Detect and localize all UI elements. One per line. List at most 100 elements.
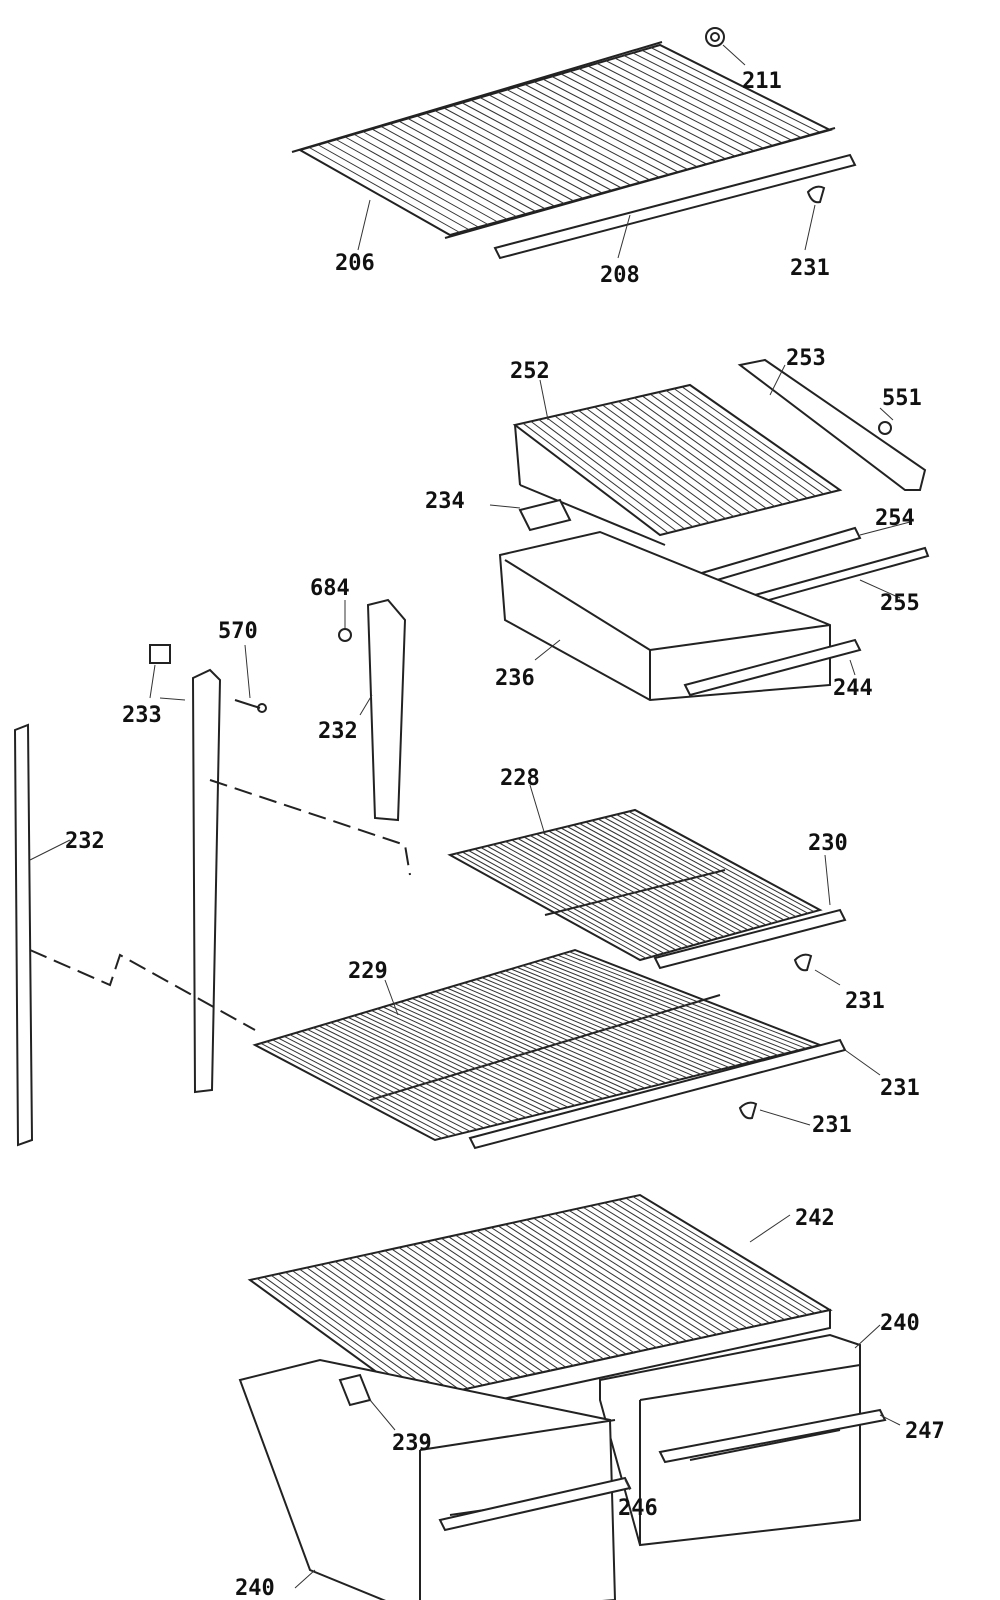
label-230: 230 — [808, 831, 848, 856]
wire-line — [522, 965, 758, 1062]
wire-line — [434, 110, 593, 197]
wire-line — [377, 1251, 552, 1371]
wire-line — [673, 388, 824, 495]
wire-line — [506, 89, 669, 176]
wire-line — [488, 94, 650, 181]
wire-line — [353, 1015, 555, 1112]
wire-line — [455, 853, 647, 959]
wire-line — [299, 1268, 469, 1389]
wire-line — [534, 961, 772, 1058]
wire-line — [398, 120, 555, 207]
wire-line — [547, 1214, 733, 1332]
wire-line — [563, 952, 807, 1049]
label-206: 206 — [335, 251, 375, 276]
wire-line — [440, 989, 660, 1086]
wire-line — [560, 73, 726, 160]
wire-line — [470, 99, 631, 186]
wire-line — [539, 959, 779, 1056]
wire-line — [557, 954, 800, 1051]
wire-line — [308, 146, 460, 233]
wire-line — [312, 1027, 506, 1124]
wire-line — [426, 1240, 604, 1360]
wire-line — [270, 1274, 438, 1396]
wire-line — [295, 1032, 485, 1129]
nut-211 — [705, 27, 725, 47]
wire-line — [604, 1202, 793, 1319]
wire-line — [554, 1213, 740, 1331]
wire-line — [605, 60, 774, 147]
wire-line — [545, 958, 786, 1055]
wire-line — [407, 118, 565, 204]
wire-line — [462, 1233, 642, 1352]
wire-line — [301, 1030, 492, 1127]
wire-line — [416, 115, 574, 202]
clip-231-top — [806, 185, 826, 204]
wire-line — [497, 1225, 680, 1344]
wire-line — [330, 1022, 527, 1118]
wire-line — [260, 1042, 443, 1139]
wire-line — [425, 112, 584, 199]
label-239: 239 — [392, 1431, 432, 1456]
trim-244 — [683, 638, 862, 697]
wire-line — [522, 422, 669, 534]
wire-line — [348, 1257, 521, 1378]
wire-line — [334, 1261, 506, 1381]
wire-line — [443, 107, 603, 194]
wire-line — [417, 996, 632, 1093]
wire-line — [490, 1227, 672, 1345]
wire-line — [602, 404, 751, 513]
wire-line — [533, 1217, 718, 1335]
shelf-trim-208 — [493, 153, 857, 260]
wire-line — [649, 393, 800, 501]
wire-line — [353, 133, 508, 220]
label-551: 551 — [882, 386, 922, 411]
wire-line — [318, 1025, 513, 1122]
wire-line — [590, 1205, 778, 1322]
wire-line — [324, 1023, 520, 1120]
shelf-rail-253 — [737, 358, 927, 491]
wire-line — [594, 406, 743, 515]
wire-line — [526, 1219, 710, 1337]
wire-line — [493, 973, 723, 1070]
wire-line — [611, 1200, 801, 1317]
wire-line — [476, 1230, 657, 1349]
wire-line — [519, 1220, 702, 1339]
wire-line — [587, 65, 755, 152]
wire-line — [479, 97, 641, 183]
wire-line — [542, 832, 731, 936]
wire-line — [622, 812, 809, 914]
wire-line — [347, 1016, 548, 1113]
wire-line — [530, 420, 677, 532]
label-231-mid: 231 — [845, 989, 885, 1014]
wire-line — [320, 1264, 491, 1385]
wire-line — [632, 52, 802, 139]
wire-line — [371, 1010, 576, 1106]
label-232-left: 232 — [65, 829, 105, 854]
wire-line — [596, 62, 764, 149]
label-253: 253 — [786, 346, 826, 371]
wire-line — [363, 1254, 537, 1375]
wire-line — [429, 992, 646, 1089]
wire-line — [400, 1001, 611, 1098]
wire-line — [560, 827, 749, 931]
wire-line — [554, 415, 702, 526]
wire-line — [441, 1237, 620, 1357]
wire-line — [306, 1267, 476, 1388]
wire-line — [266, 1041, 450, 1137]
label-228: 228 — [500, 766, 540, 791]
wire-line — [278, 1273, 446, 1394]
wire-line — [470, 980, 695, 1077]
label-242: 242 — [795, 1206, 835, 1231]
wire-line — [313, 1265, 484, 1386]
wire-line — [579, 823, 767, 926]
wire-line — [665, 390, 816, 497]
slide-shelf-252 — [512, 383, 843, 546]
wire-line — [505, 1223, 687, 1342]
leader-lines — [29, 44, 911, 1589]
label-246: 246 — [618, 1496, 658, 1521]
wire-line — [411, 997, 625, 1094]
wire-line — [419, 1242, 597, 1362]
wire-line — [585, 821, 773, 924]
wire-line — [569, 70, 736, 157]
